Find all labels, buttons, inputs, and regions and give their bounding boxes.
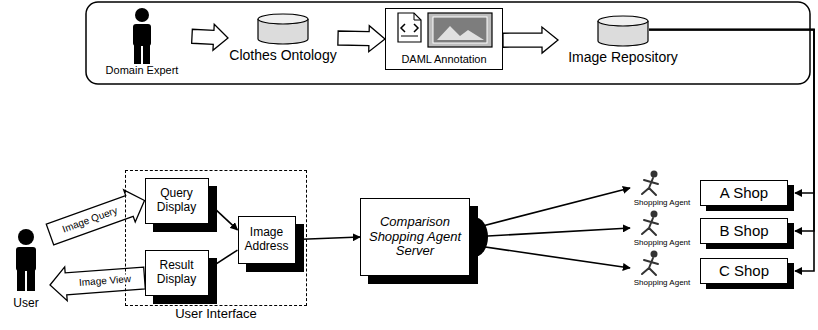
- icon-node: Domain Expert: [92, 6, 192, 78]
- top-panel: [86, 2, 810, 84]
- node-label: Result Display: [149, 259, 205, 287]
- icon-node: Image Repository: [558, 14, 688, 66]
- connector-line: [649, 30, 814, 271]
- shop-box: C Shop: [700, 258, 788, 284]
- group-heading: User Interface: [126, 307, 306, 322]
- node-label: C Shop: [719, 262, 769, 279]
- node-label: Clothes Ontology: [229, 47, 336, 63]
- server-box: Comparison Shopping Agent Server: [360, 198, 470, 276]
- database-cylinder: [598, 16, 648, 46]
- interface-group: User InterfaceQuery DisplayImage Address…: [125, 170, 307, 306]
- annotation-box: DAML Annotation: [385, 8, 503, 70]
- connector-line: [470, 245, 630, 268]
- connector-line: [296, 237, 361, 240]
- node-label: Shopping Agent: [634, 198, 691, 207]
- block-arrow: [50, 267, 145, 301]
- icon-node: Shopping Agent: [630, 208, 694, 248]
- person-icon: [16, 229, 36, 291]
- node-label: Query Display: [149, 187, 205, 215]
- agent-icon: [642, 171, 658, 276]
- person-icon: [133, 8, 151, 64]
- connector-line: [209, 203, 238, 230]
- edge-label: Image Query: [60, 205, 120, 235]
- node-label: B Shop: [719, 222, 768, 239]
- node-label: Image Address: [242, 226, 292, 254]
- icon-node: Clothes Ontology: [228, 12, 338, 64]
- document-icon: [398, 13, 421, 42]
- node-label: Shopping Agent: [634, 278, 691, 287]
- connector-line: [209, 250, 238, 269]
- block-arrow: [338, 26, 385, 52]
- shop-box: B Shop: [700, 218, 788, 244]
- node-label: Image Repository: [568, 49, 678, 65]
- icon-node: Shopping Agent: [630, 248, 694, 288]
- process-box: Query Display: [145, 178, 209, 224]
- shop-box: A Shop: [700, 180, 788, 206]
- node-label: Domain Expert: [106, 64, 179, 77]
- node-label: A Shop: [720, 184, 768, 201]
- node-label: Comparison Shopping Agent Server: [364, 215, 466, 260]
- process-box: Image Address: [238, 216, 296, 264]
- block-arrow: [46, 190, 144, 245]
- icon-node: User: [2, 222, 50, 312]
- icon-node: Shopping Agent: [630, 168, 694, 208]
- block-arrow: [503, 27, 558, 53]
- block-arrow: [192, 24, 228, 50]
- node-label: DAML Annotation: [401, 53, 486, 66]
- database-cylinder: [258, 14, 308, 44]
- node-label: User: [13, 297, 38, 311]
- connector-line: [470, 188, 630, 229]
- node-label: Shopping Agent: [634, 238, 691, 247]
- connector-line: [470, 228, 630, 237]
- picture-icon: [428, 13, 492, 47]
- process-box: Result Display: [145, 250, 209, 296]
